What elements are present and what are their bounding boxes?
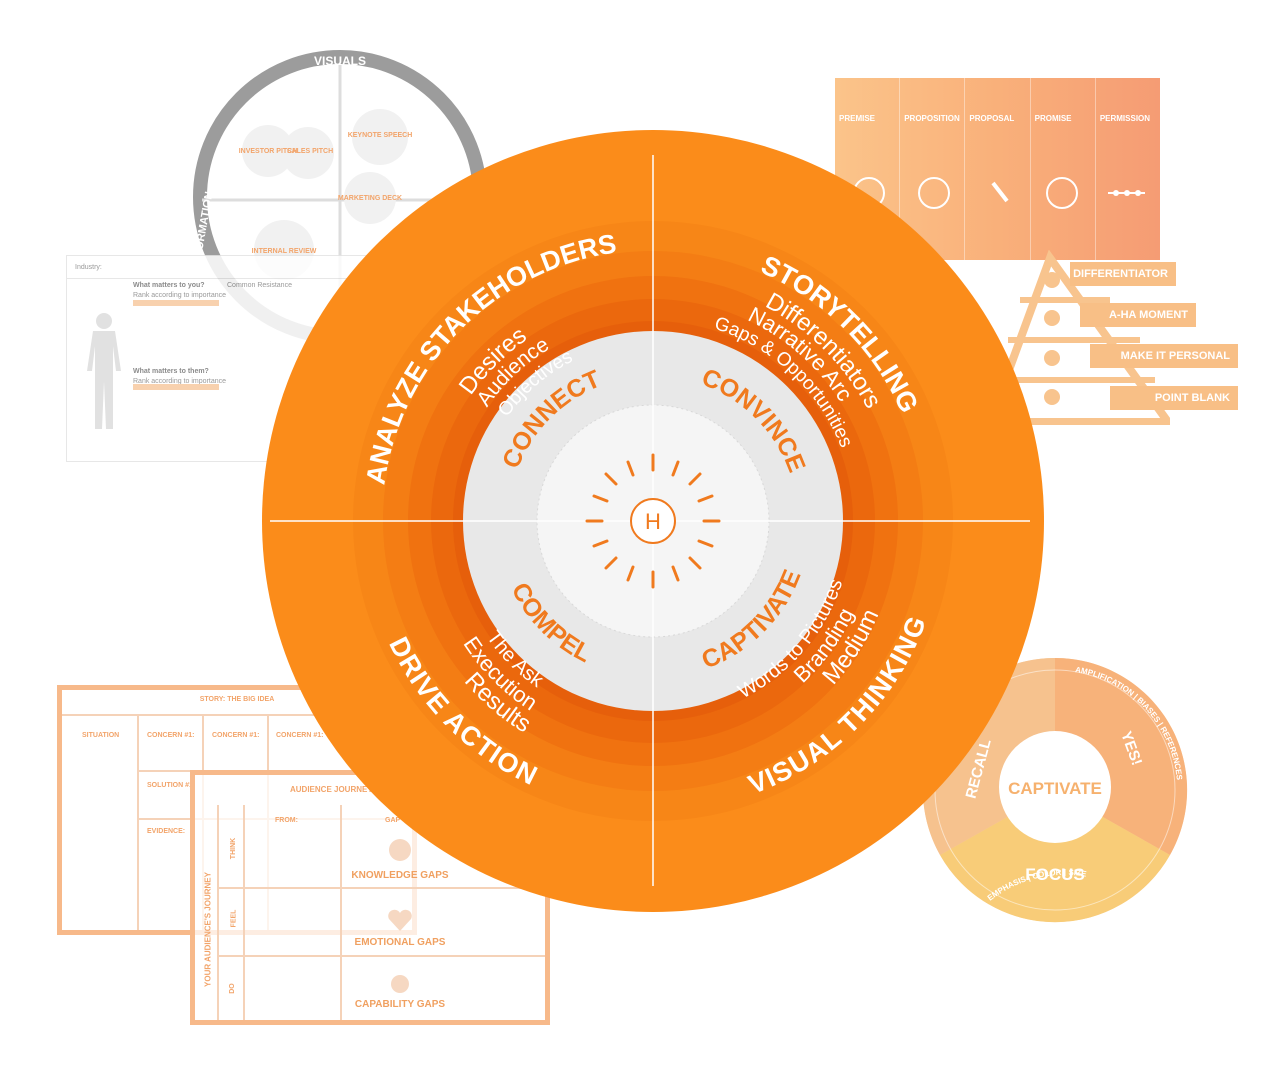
bubble-sales-pitch: SALES PITCH <box>287 148 333 155</box>
brain-icon <box>389 839 411 861</box>
journey-gap-header: GAP <box>385 817 401 824</box>
pyramid-make-it-personal: MAKE IT PERSONAL <box>1090 344 1238 368</box>
sunburst-logo-icon <box>585 453 721 589</box>
bubble-keynote-speech: KEYNOTE SPEECH <box>348 132 413 139</box>
bubble-internal-review: INTERNAL REVIEW <box>252 248 317 255</box>
stakeholder-worksheet-card: Industry: What matters to you? Rank acco… <box>66 255 368 462</box>
hand-icon <box>391 975 409 993</box>
journey-side-label: YOUR AUDIENCE'S JOURNEY <box>203 872 213 987</box>
segment-focus: FOCUS <box>1025 865 1085 884</box>
logo-circle <box>630 498 676 544</box>
story-col-proposition: PROPOSITION <box>900 78 966 260</box>
story-pyramid <box>990 250 1170 425</box>
evidence-label: EVIDENCE: <box>147 828 186 835</box>
captivate-donut-card: CAPTIVATE RECALL YES! FOCUS AMPLIFICATIO… <box>922 657 1188 923</box>
story-col-permission: PERMISSION <box>1099 114 1151 123</box>
question-you: What matters to you? <box>133 282 205 289</box>
center-logo-letter: H <box>645 509 661 534</box>
common-resistance: Common Resistance <box>227 282 292 289</box>
captivate-center: CAPTIVATE <box>1008 779 1102 798</box>
person-silhouette-icon <box>87 313 121 429</box>
question-them: What matters to them? <box>133 368 209 375</box>
concern-1-label: CONCERN #1: <box>147 732 195 739</box>
question-them-sub: Rank according to importance <box>133 378 226 385</box>
pyramid-point-blank: POINT BLANK <box>1110 386 1238 410</box>
story-col-promise: PROMISE <box>1031 78 1096 260</box>
journey-title: AUDIENCE JOURNEY <box>290 785 373 794</box>
journey-from: FROM: <box>275 817 298 824</box>
industry-label: Industry: <box>75 264 102 271</box>
pyramid-aha-moment: A-HA MOMENT <box>1080 303 1196 327</box>
bubble-investor-pitch: INVESTOR PITCH <box>239 148 298 155</box>
framework-wheel: ANALYZE STAKEHOLDERS STORYTELLING DRIVE … <box>262 130 1044 912</box>
concern-2-label: CONCERN #1: <box>212 732 260 739</box>
story-col-premise: PREMISE <box>835 78 901 260</box>
concern-3-label: CONCERN #1: <box>276 732 324 739</box>
knowledge-gaps: KNOWLEDGE GAPS <box>351 870 449 881</box>
big-idea-title: STORY: THE BIG IDEA <box>199 696 275 703</box>
capability-gaps: CAPABILITY GAPS <box>354 999 446 1010</box>
question-you-sub: Rank according to importance <box>133 292 226 299</box>
story-col-proposal: PROPOSAL <box>965 78 1031 260</box>
journey-row-do: DO <box>228 983 236 994</box>
bubble-marketing-deck: MARKETING DECK <box>338 195 402 202</box>
journey-row-think: THINK <box>230 837 238 860</box>
journey-row-feel: FEEL <box>230 909 238 928</box>
situation-label: SITUATION <box>82 732 120 739</box>
heart-icon <box>388 909 412 931</box>
visuals-top-label: VISUALS <box>314 54 366 68</box>
emotional-gaps: EMOTIONAL GAPS <box>354 937 446 948</box>
pyramid-differentiator: DIFFERENTIATOR <box>1070 262 1176 286</box>
solution-label: SOLUTION #1: <box>147 782 196 789</box>
